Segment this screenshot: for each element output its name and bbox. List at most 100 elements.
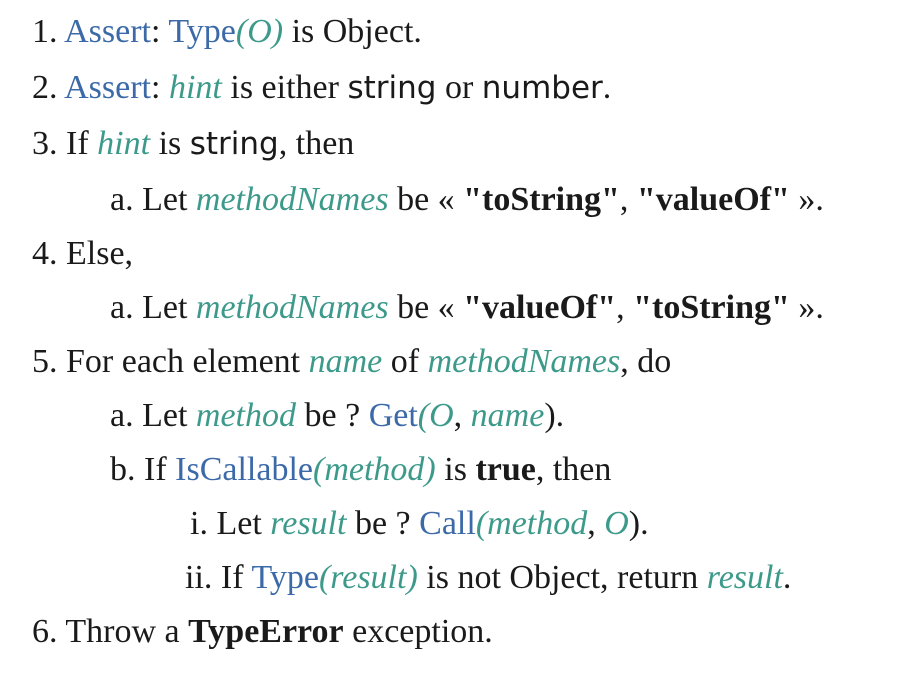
var-method[interactable]: method (195, 397, 296, 434)
string-literal: "valueOf" (463, 289, 617, 326)
step-text: Let (133, 289, 196, 326)
step-text: , then (278, 125, 355, 162)
var-methodNames[interactable]: methodNames (427, 343, 621, 380)
paren: ) (424, 451, 436, 488)
step-number: b. (110, 451, 136, 488)
step-text: is (435, 451, 476, 488)
string-literal: "toString" (633, 289, 790, 326)
step-4a: a. Let methodNames be « "valueOf", "toSt… (110, 288, 824, 328)
value-true: true (475, 451, 536, 488)
iscallable-link[interactable]: IsCallable (175, 451, 313, 488)
comma: , (587, 505, 605, 542)
step-text: or (436, 69, 482, 106)
var-hint[interactable]: hint (168, 69, 222, 106)
get-link[interactable]: Get (368, 397, 418, 434)
step-3: 3. If hint is string, then (32, 124, 354, 164)
step-text: is either (221, 69, 348, 106)
step-text: ). (628, 505, 649, 542)
step-text: If (135, 451, 176, 488)
step-text: Else, (57, 235, 134, 272)
step-text: . (602, 69, 612, 106)
assert-link[interactable]: Assert (64, 69, 152, 106)
step-text: If (57, 125, 98, 162)
var-O[interactable]: O (604, 505, 629, 542)
var-name[interactable]: name (308, 343, 383, 380)
var-method[interactable]: method (487, 505, 588, 542)
value-string: string (347, 70, 437, 106)
var-result[interactable]: result (706, 559, 783, 596)
step-number: a. (110, 181, 134, 218)
step-number: a. (110, 397, 134, 434)
step-3a: a. Let methodNames be « "toString", "val… (110, 180, 824, 220)
var-hint[interactable]: hint (97, 125, 151, 162)
paren: ( (235, 13, 248, 50)
step-text: of (382, 343, 428, 380)
step-text: If (212, 559, 252, 596)
var-result[interactable]: result (270, 505, 347, 542)
step-number: 1. (32, 13, 58, 50)
value-number: number (481, 70, 603, 106)
step-number: ii. (185, 559, 213, 596)
step-text: , do (620, 343, 672, 380)
step-number: 2. (32, 69, 58, 106)
var-method[interactable]: method (324, 451, 425, 488)
step-2: 2. Assert: hint is either string or numb… (32, 68, 611, 108)
step-text: exception. (343, 613, 493, 650)
step-text: Throw a (57, 613, 189, 650)
step-text: Let (207, 505, 271, 542)
paren: ( (318, 559, 331, 596)
step-5b-i: i. Let result be ? Call(method, O). (190, 504, 649, 544)
step-5a: a. Let method be ? Get(O, name). (110, 396, 564, 436)
step-text: Let (133, 397, 196, 434)
value-string: string (189, 126, 279, 162)
assert-link[interactable]: Assert (64, 13, 152, 50)
step-1: 1. Assert: Type(O) is Object. (32, 12, 422, 52)
typeerror-text: TypeError (188, 613, 344, 650)
step-number: i. (190, 505, 208, 542)
step-text: For each element (57, 343, 309, 380)
step-5: 5. For each element name of methodNames,… (32, 342, 671, 382)
step-text: ». (789, 181, 824, 218)
paren: ( (417, 397, 430, 434)
step-5b-ii: ii. If Type(result) is not Object, retur… (185, 558, 791, 598)
step-number: 6. (32, 613, 58, 650)
comma: , (453, 397, 471, 434)
type-link[interactable]: Type (168, 13, 236, 50)
var-name[interactable]: name (470, 397, 545, 434)
paren: ) (406, 559, 418, 596)
step-text: . (782, 559, 792, 596)
step-number: 3. (32, 125, 58, 162)
step-text: is (150, 125, 190, 162)
type-link[interactable]: Type (251, 559, 319, 596)
step-text: Let (133, 181, 196, 218)
colon: : (151, 13, 161, 50)
step-text: be ? (296, 397, 369, 434)
paren: ) (271, 13, 284, 50)
step-text: , then (535, 451, 612, 488)
step-text: be « (388, 289, 464, 326)
step-text: is Object. (283, 13, 422, 50)
comma: , (619, 181, 637, 218)
var-result[interactable]: result (330, 559, 407, 596)
step-text: ». (789, 289, 824, 326)
step-6: 6. Throw a TypeError exception. (32, 612, 493, 652)
call-link[interactable]: Call (419, 505, 476, 542)
step-text: is not Object, return (417, 559, 707, 596)
var-methodNames[interactable]: methodNames (195, 181, 389, 218)
var-O[interactable]: O (429, 397, 454, 434)
var-methodNames[interactable]: methodNames (195, 289, 389, 326)
step-text: be « (388, 181, 464, 218)
colon: : (151, 69, 161, 106)
step-text: ). (544, 397, 565, 434)
step-number: 5. (32, 343, 58, 380)
string-literal: "valueOf" (636, 181, 790, 218)
var-O[interactable]: O (247, 13, 272, 50)
paren: ( (475, 505, 488, 542)
step-text: be ? (346, 505, 420, 542)
step-number: a. (110, 289, 134, 326)
string-literal: "toString" (463, 181, 620, 218)
step-4: 4. Else, (32, 234, 133, 274)
step-5b: b. If IsCallable(method) is true, then (110, 450, 611, 490)
paren: ( (313, 451, 325, 488)
comma: , (616, 289, 634, 326)
